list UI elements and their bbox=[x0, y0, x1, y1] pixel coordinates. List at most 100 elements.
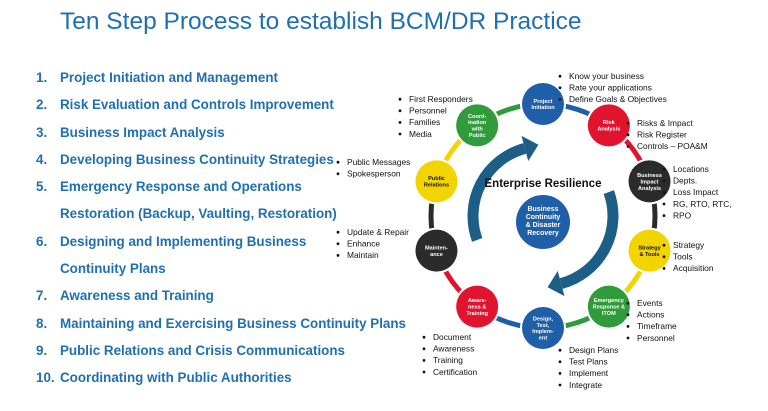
step-node bbox=[456, 285, 499, 328]
node-label: ination bbox=[468, 120, 487, 126]
step-node bbox=[628, 229, 671, 272]
step-text: Maintaining and Exercising Business Cont… bbox=[60, 315, 406, 331]
bullet-dot bbox=[626, 121, 630, 125]
bullet-item: Spokesperson bbox=[347, 169, 401, 179]
node-label: with bbox=[471, 127, 484, 133]
bullet-item: RPO bbox=[673, 210, 692, 220]
step-node bbox=[522, 307, 564, 349]
bullet-item: Personnel bbox=[637, 333, 675, 343]
node-label: Analysis bbox=[597, 127, 620, 133]
step-item: Continuity Plans bbox=[36, 255, 406, 282]
bullet-dot bbox=[662, 243, 666, 247]
step-text: Public Relations and Crisis Communicatio… bbox=[60, 342, 345, 358]
node-label: Initiation bbox=[531, 105, 555, 111]
bullet-dot bbox=[336, 230, 340, 234]
step-item: 1.Project Initiation and Management bbox=[36, 64, 406, 91]
bullet-item: Define Goals & Objectives bbox=[569, 94, 667, 104]
bullet-dot bbox=[558, 348, 562, 352]
node-label: Public bbox=[428, 176, 445, 182]
bullet-dot bbox=[422, 359, 426, 362]
bullet-dot bbox=[662, 179, 666, 183]
step-text: Coordinating with Public Authorities bbox=[60, 370, 292, 386]
bullet-dot bbox=[662, 267, 666, 270]
bullet-dot bbox=[558, 372, 562, 375]
center-heading: Enterprise Resilience bbox=[485, 178, 602, 190]
step-number: 9. bbox=[36, 342, 48, 358]
node-label: ITOM bbox=[602, 311, 616, 317]
node-label: Aware- bbox=[468, 298, 487, 304]
bullet-dot bbox=[558, 74, 562, 78]
step-number: 3. bbox=[36, 124, 48, 140]
bullet-item: Controls – POA&M bbox=[637, 141, 708, 151]
bullet-item: Document bbox=[433, 332, 472, 342]
center-circle-label: Continuity bbox=[526, 214, 561, 221]
bullet-item: Update & Repair bbox=[347, 227, 409, 237]
step-item: 2.Risk Evaluation and Controls Improveme… bbox=[36, 91, 406, 118]
bullet-dot bbox=[398, 109, 402, 113]
step-number: 7. bbox=[36, 288, 48, 304]
cycle-arrow-right bbox=[559, 190, 619, 289]
bullet-item: Strategy bbox=[673, 240, 705, 250]
bullet-item: Personnel bbox=[409, 106, 447, 116]
bullet-item: Acquisition bbox=[673, 263, 714, 273]
step-node bbox=[587, 104, 630, 147]
bullet-item: Families bbox=[409, 117, 440, 127]
page-title: Ten Step Process to establish BCM/DR Pra… bbox=[60, 8, 582, 35]
bullet-item: Risks & Impact bbox=[637, 118, 694, 128]
step-item: 6.Designing and Implementing Business bbox=[36, 228, 406, 255]
cycle-arrow-right-head bbox=[547, 271, 565, 297]
node-label: Business bbox=[637, 173, 662, 179]
node-label: Project bbox=[534, 99, 553, 105]
step-node bbox=[415, 160, 458, 203]
bullet-dot bbox=[398, 132, 402, 136]
bullet-item: Training bbox=[433, 355, 463, 365]
bullet-dot bbox=[558, 86, 562, 90]
step-text: Developing Business Continuity Strategie… bbox=[60, 151, 334, 167]
bullet-dot bbox=[398, 121, 402, 124]
step-number: 4. bbox=[36, 151, 48, 167]
node-label: Coord- bbox=[468, 114, 486, 120]
center-circle-label: Business bbox=[527, 206, 558, 213]
step-text: Risk Evaluation and Controls Improvement bbox=[60, 97, 334, 113]
bullet-item: Tools bbox=[673, 252, 693, 262]
step-node bbox=[628, 160, 671, 203]
bullet-item: Integrate bbox=[569, 380, 602, 390]
center-circle bbox=[516, 195, 570, 249]
node-label: Relations bbox=[424, 183, 449, 189]
bullet-item: Design Plans bbox=[569, 345, 618, 355]
bullet-dot bbox=[558, 383, 562, 387]
step-text: Business Impact Analysis bbox=[60, 124, 225, 140]
bullet-dot bbox=[626, 301, 630, 305]
node-label: Implem- bbox=[532, 329, 554, 335]
bullet-item: Locations bbox=[673, 164, 709, 174]
node-label: Training bbox=[466, 311, 488, 317]
step-item: 4. Developing Business Continuity Strateg… bbox=[36, 146, 406, 173]
cycle-arrow-left bbox=[467, 143, 527, 242]
bullet-item: Risk Register bbox=[637, 130, 687, 140]
node-label: ance bbox=[430, 252, 443, 258]
bullet-item: Timeframe bbox=[637, 321, 677, 331]
bullet-item: RG, RTO, RTC, bbox=[673, 199, 732, 209]
step-number: 1. bbox=[36, 70, 48, 85]
bullet-item: First Responders bbox=[409, 94, 473, 104]
bullet-dot bbox=[336, 242, 340, 246]
bullet-item: Certification bbox=[433, 367, 478, 377]
node-label: Design, bbox=[533, 316, 554, 322]
step-item: 7.Awareness and Training bbox=[36, 282, 406, 309]
step-item: 3. Business Impact Analysis bbox=[36, 119, 406, 146]
step-node bbox=[456, 104, 499, 147]
node-label: Test, bbox=[537, 323, 550, 329]
bullet-item: Know your business bbox=[569, 71, 644, 81]
step-node bbox=[415, 229, 458, 272]
node-label: ent bbox=[539, 336, 548, 342]
center-circle-label: & Disaster bbox=[526, 222, 561, 229]
bullet-item: Rate your applications bbox=[569, 83, 652, 93]
step-text: Designing and Implementing Business bbox=[60, 233, 307, 249]
bullet-dot bbox=[662, 167, 666, 171]
bullet-item: Test Plans bbox=[569, 357, 608, 367]
bullet-dot bbox=[422, 335, 426, 339]
step-item: 8.Maintaining and Exercising Business Co… bbox=[36, 310, 406, 337]
step-text: Restoration (Backup, Vaulting, Restorati… bbox=[60, 206, 337, 222]
